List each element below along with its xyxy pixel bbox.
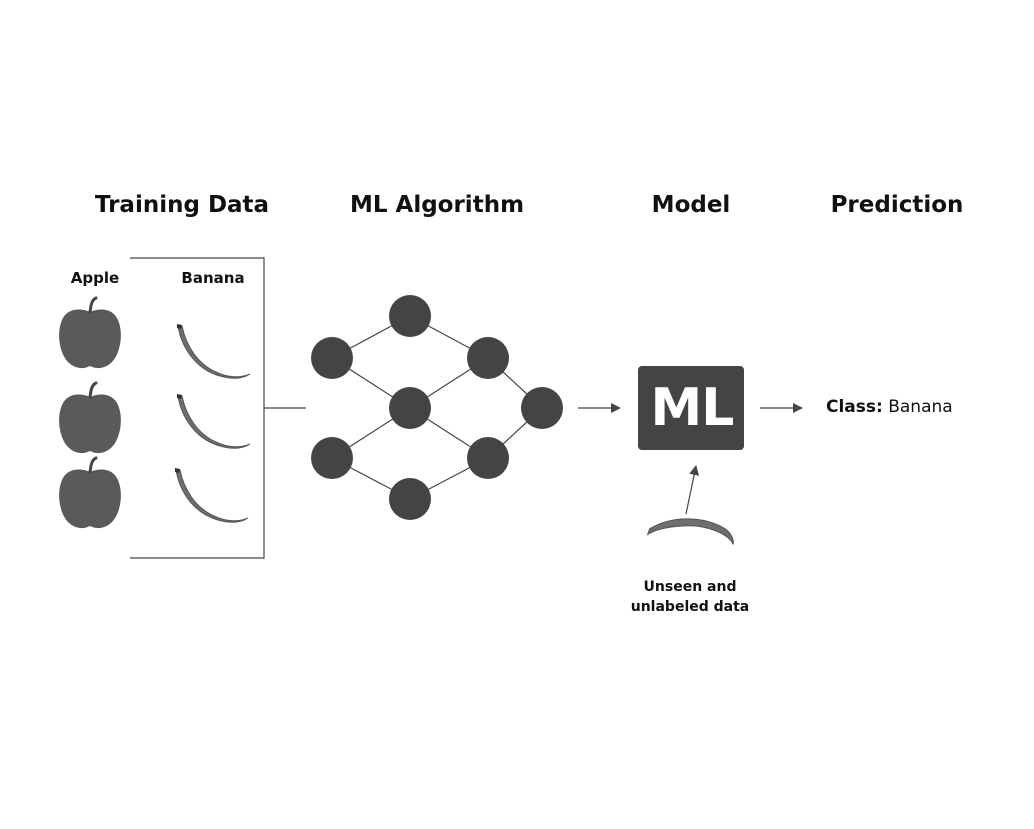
network-node [389, 478, 431, 520]
banana-icon [176, 323, 251, 379]
apple-label: Apple [70, 269, 120, 287]
network-node [311, 337, 353, 379]
apple-icon [57, 296, 123, 370]
ml-algorithm-heading: ML Algorithm [349, 192, 525, 218]
network-node [467, 437, 509, 479]
network-nodes [311, 295, 563, 520]
network-node [389, 387, 431, 429]
banana-icon [174, 467, 249, 523]
network-node [389, 295, 431, 337]
prediction-value: Banana [888, 397, 953, 417]
training-bracket [130, 257, 265, 559]
network-node [311, 437, 353, 479]
network-edges [331, 315, 543, 500]
unseen-data-line1: Unseen and [643, 579, 737, 595]
prediction-heading: Prediction [830, 192, 964, 218]
model-label: ML [650, 378, 735, 438]
prediction-output: Class: Banana [826, 396, 953, 418]
banana-icon [176, 393, 251, 449]
training-data-heading: Training Data [94, 192, 270, 218]
model-box [638, 366, 744, 450]
network-node [467, 337, 509, 379]
arrow-unseen-to-model [685, 465, 700, 515]
prediction-key: Class: [826, 397, 883, 417]
model-heading: Model [651, 192, 731, 218]
unseen-data-line2: unlabeled data [630, 599, 750, 615]
unseen-data-caption: Unseen and unlabeled data [631, 577, 750, 617]
banana-label: Banana [181, 269, 245, 287]
banana-icon [646, 518, 734, 545]
apple-icon [57, 381, 123, 455]
network-node [521, 387, 563, 429]
apple-icon [57, 456, 123, 530]
